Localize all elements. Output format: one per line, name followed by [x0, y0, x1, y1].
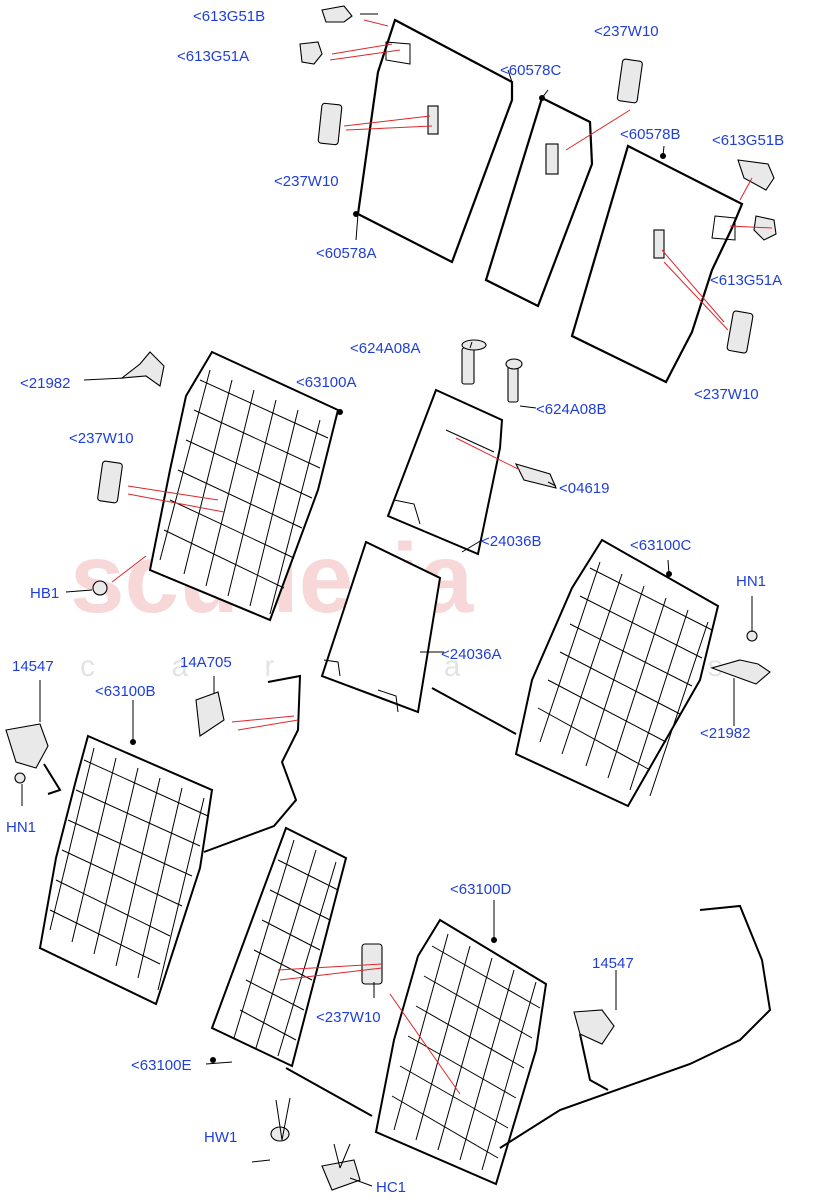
label-04619[interactable]: <04619 — [559, 480, 609, 497]
label-14547[interactable]: 14547 — [592, 955, 634, 972]
bracket-24036b — [386, 388, 504, 556]
clip-237w10-right — [726, 310, 754, 354]
plate-04619 — [514, 463, 557, 489]
frame-63100b — [38, 734, 214, 1006]
label-613g51a[interactable]: <613G51A — [177, 48, 249, 65]
label-237w10[interactable]: <237W10 — [274, 173, 339, 190]
label-63100e[interactable]: <63100E — [131, 1057, 191, 1074]
label-63100b[interactable]: <63100B — [95, 683, 155, 700]
label-63100c[interactable]: <63100C — [630, 537, 691, 554]
panel-60578c — [484, 95, 594, 308]
label-60578a[interactable]: <60578A — [316, 245, 376, 262]
label-14a705[interactable]: 14A705 — [180, 654, 232, 671]
label-237w10[interactable]: <237W10 — [694, 386, 759, 403]
label-hn1[interactable]: HN1 — [736, 573, 766, 590]
frame-63100d — [374, 918, 548, 1186]
frame-63100a — [148, 350, 343, 622]
label-hn1[interactable]: HN1 — [6, 819, 36, 836]
label-624a08a[interactable]: <624A08A — [350, 340, 420, 357]
label-24036a[interactable]: <24036A — [441, 646, 501, 663]
label-24036b[interactable]: <24036B — [481, 533, 541, 550]
callout-labels: <613G51B <613G51A <237W10 <60578C <237W1… — [6, 8, 784, 1196]
label-237w10[interactable]: <237W10 — [69, 430, 134, 447]
label-613g51a[interactable]: <613G51A — [710, 272, 782, 289]
pin-624a08b — [505, 358, 523, 403]
frame-63100c — [514, 538, 720, 808]
clip-613g51b-left — [321, 5, 353, 23]
label-60578b[interactable]: <60578B — [620, 126, 680, 143]
panel-60578b — [570, 144, 744, 384]
label-hb1[interactable]: HB1 — [30, 585, 59, 602]
label-624a08b[interactable]: <624A08B — [536, 401, 606, 418]
pin-624a08a — [461, 339, 487, 385]
label-237w10[interactable]: <237W10 — [594, 23, 659, 40]
leader-lines — [21, 13, 773, 1187]
label-hw1[interactable]: HW1 — [204, 1129, 237, 1146]
label-63100a[interactable]: <63100A — [296, 374, 356, 391]
misc-parts — [5, 351, 771, 1191]
label-237w10[interactable]: <237W10 — [316, 1009, 381, 1026]
label-21982[interactable]: <21982 — [20, 375, 70, 392]
frame-63100e — [210, 826, 348, 1068]
clip-237w10-top — [616, 58, 643, 104]
clip-237w10-left — [317, 102, 343, 146]
label-613g51b[interactable]: <613G51B — [712, 132, 784, 149]
clip-613g51b-right — [737, 159, 775, 191]
bracket-24036a — [320, 540, 442, 714]
label-613g51b[interactable]: <613G51B — [193, 8, 265, 25]
label-21982[interactable]: <21982 — [700, 725, 750, 742]
label-63100d[interactable]: <63100D — [450, 881, 511, 898]
panel-60578a — [353, 18, 514, 264]
label-60578c[interactable]: <60578C — [500, 62, 561, 79]
clip-613g51a-left — [299, 41, 323, 65]
label-hc1[interactable]: HC1 — [376, 1179, 406, 1196]
label-14547[interactable]: 14547 — [12, 658, 54, 675]
rods-and-cables — [43, 674, 772, 1149]
